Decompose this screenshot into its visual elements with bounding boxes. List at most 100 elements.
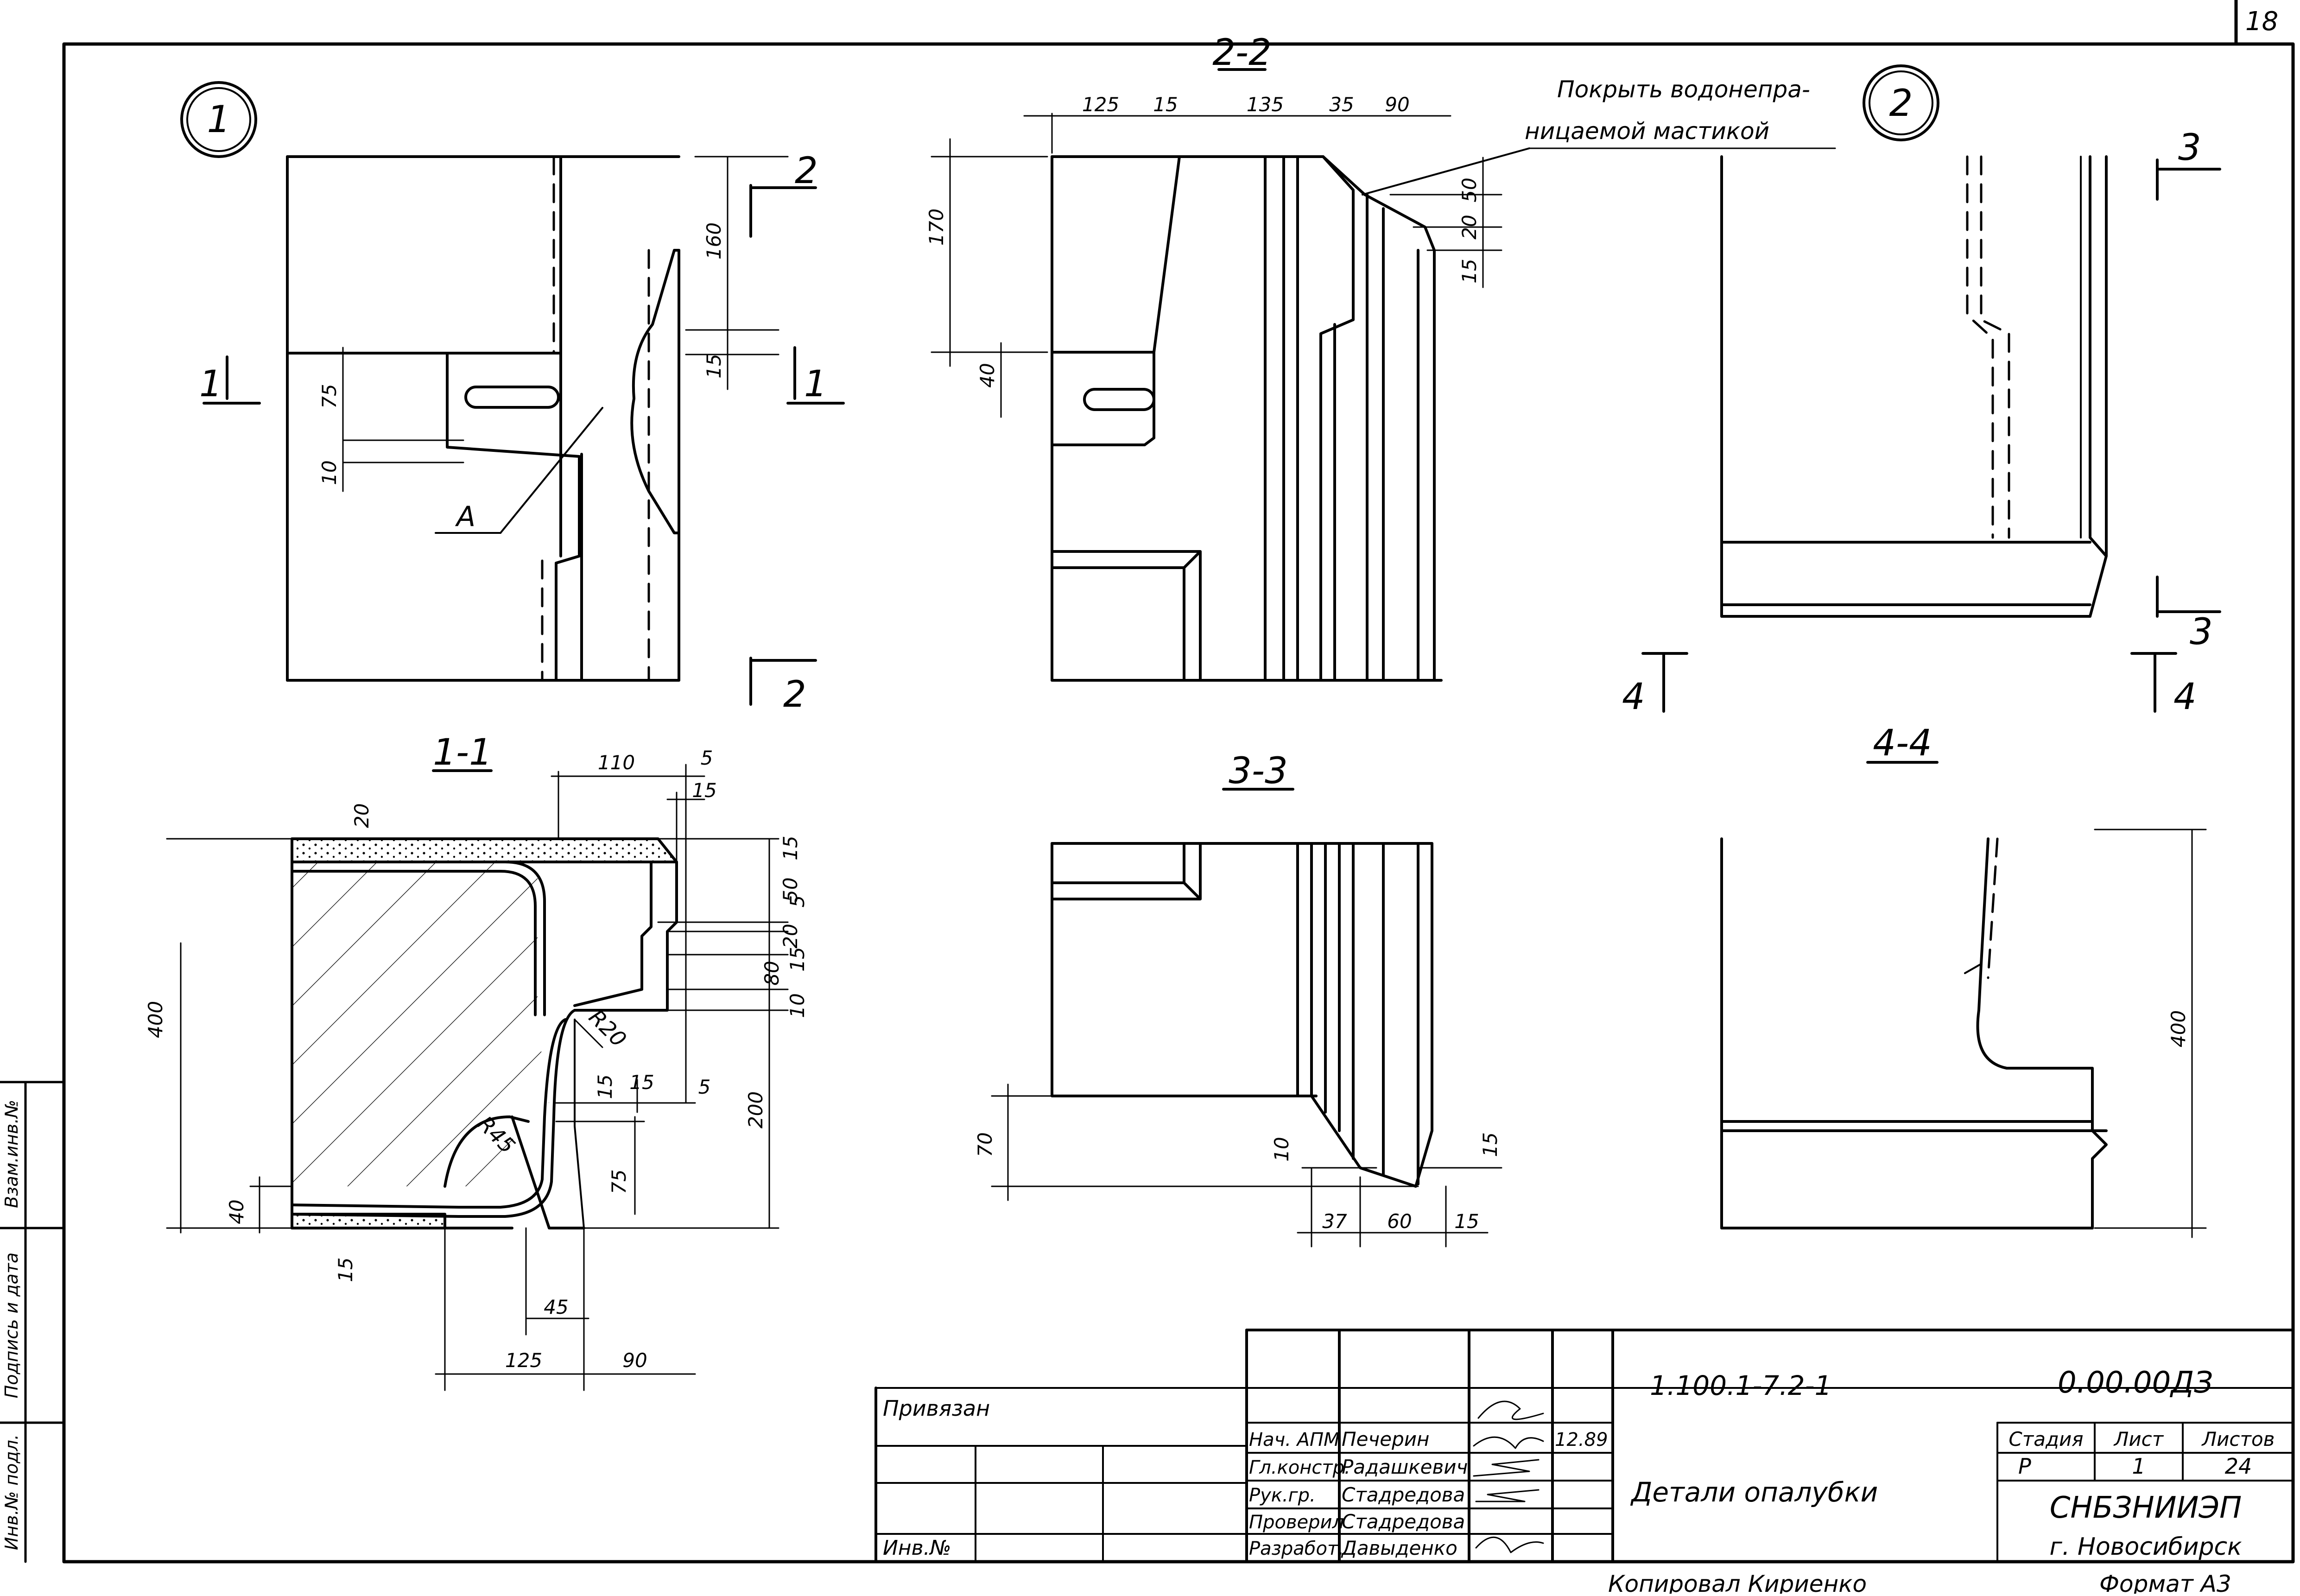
section-1-1-view — [166, 764, 789, 1391]
role-label: Гл.констр. — [1249, 1457, 1350, 1478]
person-name: Давыденко — [1341, 1537, 1457, 1559]
doc-code: 1.100.1-7.2-1 — [1650, 1370, 1831, 1401]
section-1-1-title: 1-1 — [433, 732, 492, 773]
leader-a-label: А — [455, 500, 475, 533]
dim-label: 10 — [318, 460, 341, 485]
role-label: Проверил — [1249, 1512, 1344, 1533]
person-name: Печерин — [1342, 1428, 1430, 1450]
section-4-4-title: 4-4 — [1873, 722, 1932, 764]
stamp-podp-label: Подпись и дата — [1, 1253, 22, 1399]
format-note: Формат А3 — [2099, 1571, 2231, 1594]
copied-by-note: Копировал Кириенко — [1608, 1571, 1867, 1594]
dim-label: 135 — [1247, 93, 1284, 116]
mastic-note-line-2: ницаемой мастикой — [1525, 118, 1769, 145]
dim-label: 15 — [594, 1074, 616, 1099]
dim-label: 15 — [692, 779, 716, 802]
dim-label: 15 — [1479, 1132, 1502, 1157]
dim-label: 15 — [1458, 259, 1481, 283]
title-block — [874, 1329, 2294, 1563]
dim-label: 75 — [608, 1169, 630, 1194]
dim-label: 15 — [334, 1257, 357, 1282]
node-2-label: 2 — [1889, 82, 1913, 125]
labels: 18 1 2 2-2 1-1 3-3 4-4 2 2 1 1 3 3 4 4 П… — [1, 6, 2278, 1596]
dim-label: 75 — [318, 384, 341, 408]
dim-label: 10 — [1270, 1137, 1293, 1161]
dim-label: 170 — [925, 209, 948, 246]
cut-2-bottom-label: 2 — [783, 674, 806, 716]
person-name: Стадредова — [1342, 1510, 1465, 1533]
dim-label: 125 — [505, 1349, 542, 1372]
dim-label: 60 — [1387, 1210, 1412, 1233]
node-2-view — [1641, 64, 2221, 713]
role-label: Рук.гр. — [1249, 1485, 1316, 1506]
cut-1-left-label: 1 — [199, 363, 222, 405]
stage-header: Стадия — [2009, 1428, 2083, 1450]
dim-label: 35 — [1329, 93, 1354, 116]
dim-label: 20 — [1458, 215, 1481, 239]
person-name: Стадредова — [1342, 1483, 1465, 1506]
dim-label: 20 — [350, 803, 373, 828]
dim-label: 200 — [744, 1091, 767, 1128]
cut-3-top-label: 3 — [2178, 127, 2201, 169]
dim-label: 10 — [786, 993, 809, 1018]
mastic-note-line-1: Покрыть водонепра- — [1557, 76, 1810, 103]
dim-label: 110 — [598, 751, 635, 774]
stamp-vzam-label: Взам.инв.№ — [1, 1100, 22, 1208]
dim-label: 50 — [779, 877, 802, 902]
node-1-view — [180, 81, 845, 706]
cut-1-right-label: 1 — [804, 363, 827, 405]
cut-3-bottom-label: 3 — [2190, 611, 2213, 653]
dim-label: 80 — [760, 961, 783, 985]
section-2-2-view — [931, 68, 1836, 682]
role-label: Разработ. — [1249, 1538, 1344, 1559]
sheets-value: 24 — [2225, 1454, 2252, 1479]
dim-label: 15 — [786, 947, 809, 971]
inv-no-label: Инв.№ — [883, 1536, 951, 1560]
organization-name: СНБЗНИИЭП — [2050, 1491, 2242, 1525]
dim-label: 400 — [144, 1001, 167, 1038]
section-4-4-view — [1720, 761, 2207, 1238]
dim-label: 160 — [703, 222, 725, 260]
drawing-title: Детали опалубки — [1630, 1476, 1878, 1508]
dim-label: 15 — [779, 836, 802, 860]
sheets-header: Листов — [2201, 1428, 2275, 1450]
dim-label: 40 — [976, 363, 999, 387]
dim-label: 15 — [1153, 93, 1178, 116]
dim-label: 5 — [701, 747, 713, 769]
cut-2-top-label: 2 — [795, 150, 818, 192]
person-name: Радашкевич — [1342, 1456, 1468, 1478]
date-value: 12.89 — [1555, 1429, 1608, 1450]
dim-label: 45 — [544, 1296, 568, 1318]
dim-label: 70 — [974, 1132, 996, 1157]
sheet-header: Лист — [2113, 1428, 2164, 1450]
dim-label: 400 — [2167, 1010, 2190, 1047]
dim-label: 90 — [622, 1349, 647, 1372]
dim-label: 15 — [1454, 1210, 1479, 1233]
dim-label: 5 — [698, 1076, 711, 1098]
section-3-3-view — [991, 788, 1502, 1248]
role-label: Нач. АПМ — [1249, 1429, 1340, 1450]
side-stamp — [0, 1081, 65, 1563]
dim-label: 15 — [703, 354, 725, 378]
stamp-inv-label: Инв.№ подл. — [1, 1434, 22, 1550]
dim-label: 5 — [786, 895, 809, 908]
sheet-code: 0.00.00ДЗ — [2058, 1366, 2213, 1400]
section-3-3-title: 3-3 — [1229, 750, 1287, 792]
privyazan-label: Привязан — [883, 1396, 990, 1421]
dim-label: 15 — [629, 1071, 654, 1094]
sheet-value: 1 — [2132, 1454, 2145, 1479]
node-1-label: 1 — [207, 98, 231, 141]
dim-label: 50 — [1458, 177, 1481, 202]
dim-label: 90 — [1385, 93, 1409, 116]
stage-value: Р — [2018, 1454, 2031, 1479]
dim-label: 125 — [1082, 93, 1119, 116]
dim-label: 40 — [225, 1199, 248, 1224]
cut-4-left-label: 4 — [1622, 676, 1645, 718]
section-2-2-title: 2-2 — [1212, 32, 1271, 74]
organization-city: г. Новосибирск — [2049, 1533, 2242, 1561]
cut-4-right-label: 4 — [2173, 676, 2197, 718]
dim-label: 20 — [779, 924, 802, 948]
sheet-number: 18 — [2245, 6, 2278, 37]
